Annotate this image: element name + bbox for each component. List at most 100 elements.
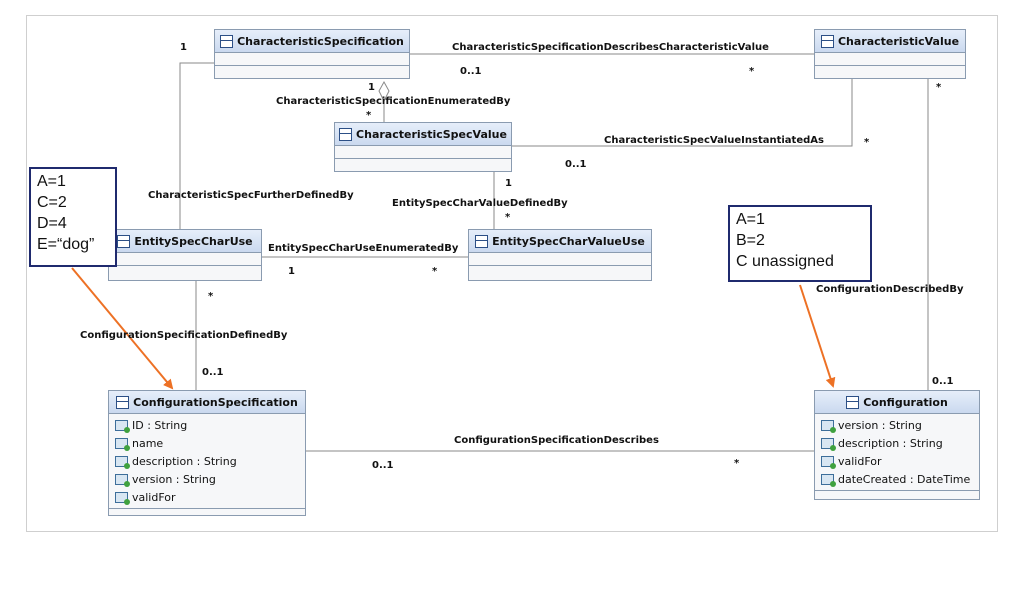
class-name: ConfigurationSpecification (133, 395, 298, 409)
attribute-text: description : String (132, 454, 237, 468)
note-line: C=2 (37, 194, 67, 211)
class-icon (220, 34, 234, 48)
attribute-text: name (132, 436, 164, 450)
multiplicity: * (208, 291, 214, 302)
class-configuration-specification[interactable]: ConfigurationSpecification ID : String n… (108, 390, 306, 516)
attribute-compartment (109, 253, 261, 266)
multiplicity: 1 (288, 266, 295, 277)
attribute-text: version : String (838, 418, 922, 432)
multiplicity: 1 (505, 178, 512, 189)
note-right-arrow (799, 284, 836, 388)
attribute-text: version : String (132, 472, 216, 486)
attribute-compartment (335, 146, 511, 159)
operation-compartment (109, 266, 261, 277)
attribute-icon (821, 455, 836, 469)
class-configuration[interactable]: Configuration version : String descripti… (814, 390, 980, 500)
class-name: CharacteristicValue (837, 34, 960, 48)
multiplicity: 1 (368, 82, 375, 93)
note-right: A=1 B=2 C unassigned (728, 205, 872, 282)
class-characteristic-specification[interactable]: CharacteristicSpecification (214, 29, 410, 79)
operation-compartment (815, 66, 965, 77)
multiplicity: 0..1 (932, 376, 954, 387)
class-entity-spec-char-value-use[interactable]: EntitySpecCharValueUse (468, 229, 652, 281)
attribute-compartment: version : String description : String va… (815, 414, 979, 491)
attribute-row[interactable]: validFor (815, 452, 979, 470)
multiplicity: 0..1 (460, 66, 482, 77)
association-label: CharacteristicSpecificationDescribesChar… (452, 42, 769, 53)
attribute-row[interactable]: description : String (815, 434, 979, 452)
attribute-text: validFor (132, 490, 176, 504)
attribute-icon (821, 419, 836, 433)
edge-spec-further-defined (179, 62, 214, 229)
multiplicity: * (366, 110, 372, 121)
note-left: A=1 C=2 D=4 E=“dog” (29, 167, 117, 267)
association-label: CharacteristicSpecificationEnumeratedBy (276, 96, 511, 107)
operation-compartment (215, 66, 409, 77)
operation-compartment (469, 266, 651, 277)
attribute-row[interactable]: validFor (109, 488, 305, 506)
class-icon (339, 127, 353, 141)
class-name: CharacteristicSpecification (237, 34, 404, 48)
attribute-compartment (815, 53, 965, 66)
multiplicity: 1 (180, 42, 187, 53)
association-label: CharacteristicSpecFurtherDefinedBy (148, 190, 354, 201)
attribute-row[interactable]: dateCreated : DateTime (815, 470, 979, 488)
attribute-icon (115, 437, 130, 451)
multiplicity: * (864, 137, 870, 148)
attribute-icon (115, 491, 130, 505)
attribute-icon (115, 473, 130, 487)
class-icon (116, 395, 130, 409)
class-name: Configuration (863, 395, 948, 409)
attribute-icon (821, 473, 836, 487)
multiplicity: * (936, 82, 942, 93)
attribute-row[interactable]: description : String (109, 452, 305, 470)
attribute-text: ID : String (132, 418, 188, 432)
class-name: EntitySpecCharUse (134, 234, 253, 248)
class-icon (475, 234, 489, 248)
multiplicity: * (505, 212, 511, 223)
multiplicity: * (432, 266, 438, 277)
association-label: ConfigurationSpecificationDefinedBy (80, 330, 288, 341)
attribute-compartment (469, 253, 651, 266)
association-label: ConfigurationDescribedBy (816, 284, 964, 295)
operation-compartment (815, 491, 979, 502)
class-icon (846, 395, 860, 409)
attribute-row[interactable]: ID : String (109, 416, 305, 434)
attribute-text: dateCreated : DateTime (838, 472, 971, 486)
note-line: A=1 (37, 173, 66, 190)
note-line: C unassigned (736, 253, 834, 270)
class-name: EntitySpecCharValueUse (492, 234, 645, 248)
class-icon (117, 234, 131, 248)
class-characteristic-spec-value[interactable]: CharacteristicSpecValue (334, 122, 512, 172)
class-entity-spec-char-use[interactable]: EntitySpecCharUse (108, 229, 262, 281)
association-label: ConfigurationSpecificationDescribes (454, 435, 659, 446)
diagram-frame (26, 15, 998, 532)
note-line: E=“dog” (37, 236, 95, 253)
attribute-row[interactable]: version : String (815, 416, 979, 434)
association-label: EntitySpecCharUseEnumeratedBy (268, 243, 459, 254)
attribute-compartment: ID : String name description : String ve… (109, 414, 305, 509)
class-name: CharacteristicSpecValue (356, 127, 507, 141)
multiplicity: 0..1 (372, 460, 394, 471)
attribute-text: description : String (838, 436, 943, 450)
attribute-icon (115, 419, 130, 433)
aggregation-diamond (378, 80, 390, 103)
attribute-icon (821, 437, 836, 451)
multiplicity: * (734, 458, 740, 469)
class-characteristic-value[interactable]: CharacteristicValue (814, 29, 966, 79)
attribute-row[interactable]: version : String (109, 470, 305, 488)
association-label: EntitySpecCharValueDefinedBy (392, 198, 568, 209)
note-line: D=4 (37, 215, 67, 232)
multiplicity: 0..1 (202, 367, 224, 378)
attribute-icon (115, 455, 130, 469)
attribute-row[interactable]: name (109, 434, 305, 452)
note-line: B=2 (736, 232, 765, 249)
multiplicity: * (749, 66, 755, 77)
operation-compartment (109, 509, 305, 520)
association-label: CharacteristicSpecValueInstantiatedAs (604, 135, 824, 146)
note-line: A=1 (736, 211, 765, 228)
multiplicity: 0..1 (565, 159, 587, 170)
edge-spec-value-instantiated (512, 79, 853, 147)
note-left-arrow (71, 267, 174, 390)
